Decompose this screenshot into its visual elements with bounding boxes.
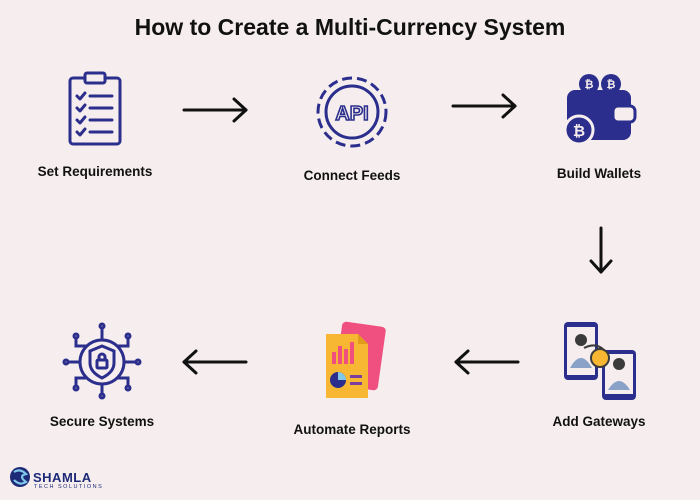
- arrow-left-icon: [182, 349, 248, 375]
- step-build-wallets: ₿ ₿ ₿ Build Wallets: [509, 70, 689, 181]
- step-label: Build Wallets: [556, 166, 642, 181]
- step-connect-feeds: API Connect Feeds: [262, 70, 442, 183]
- step-label: Secure Systems: [49, 414, 155, 429]
- payment-gateway-icon: [564, 322, 636, 400]
- arrow-left-icon: [454, 349, 520, 375]
- svg-text:₿: ₿: [585, 78, 594, 91]
- logo-tagline: TECH SOLUTIONS: [34, 484, 104, 490]
- shamla-logo-icon: [10, 467, 30, 487]
- logo-name: SHAMLA: [33, 470, 92, 485]
- svg-text:API: API: [335, 103, 368, 125]
- step-automate-reports: Automate Reports: [262, 320, 442, 437]
- clipboard-checklist-icon: [68, 71, 122, 146]
- step-label: Add Gateways: [552, 414, 646, 429]
- step-label: Connect Feeds: [303, 168, 401, 183]
- step-secure-systems: Secure Systems: [12, 322, 192, 429]
- arrow-right-icon: [182, 97, 248, 123]
- arrow-right-icon: [451, 93, 517, 119]
- step-label: Automate Reports: [293, 422, 411, 437]
- step-add-gateways: Add Gateways: [509, 318, 689, 429]
- svg-text:₿: ₿: [573, 122, 585, 140]
- bitcoin-wallet-icon: ₿ ₿ ₿: [563, 74, 637, 146]
- page-title: How to Create a Multi-Currency System: [134, 14, 566, 40]
- arrow-down-icon: [589, 226, 613, 274]
- report-chart-icon: [326, 321, 386, 398]
- step-set-requirements: Set Requirements: [5, 70, 185, 179]
- api-gear-icon: API: [316, 76, 388, 148]
- step-label: Set Requirements: [37, 164, 153, 179]
- svg-text:₿: ₿: [607, 78, 616, 91]
- security-lock-circuit-icon: [62, 322, 142, 400]
